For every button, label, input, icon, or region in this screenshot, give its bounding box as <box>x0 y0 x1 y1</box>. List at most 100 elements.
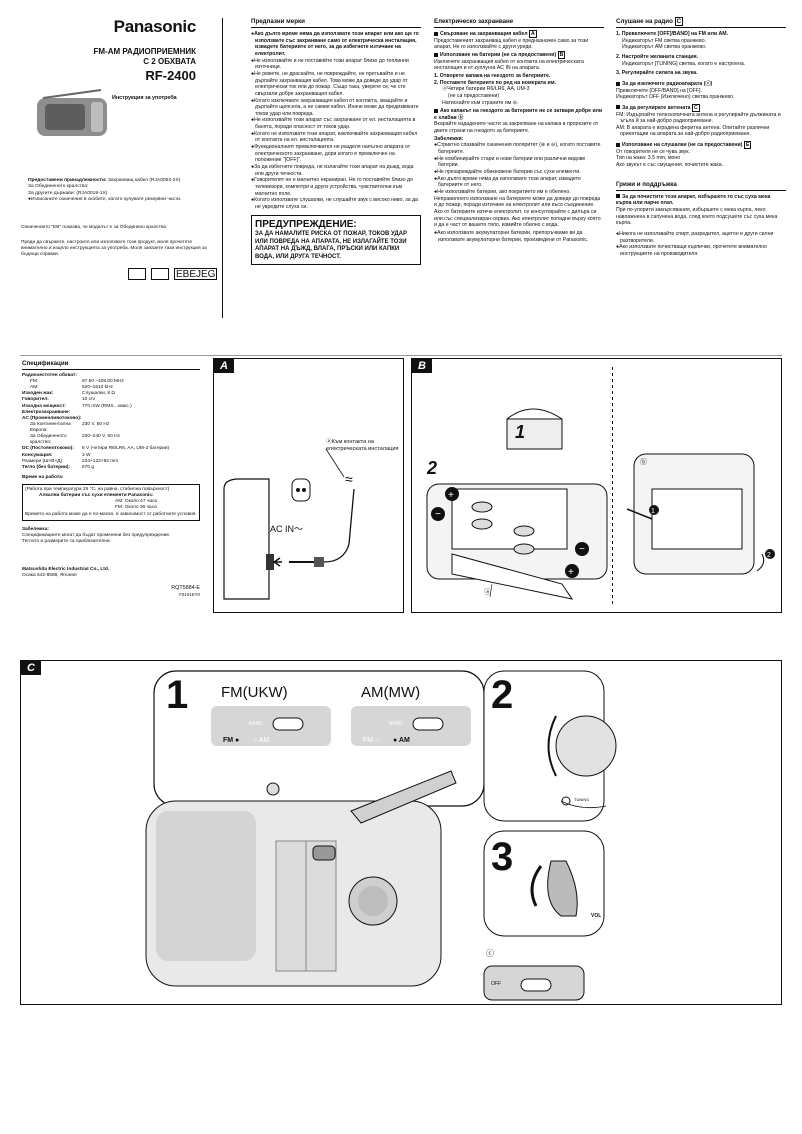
precautions-section: Предпазни мерки ●Ако дълго време няма да… <box>251 18 421 266</box>
power-rechargeable: ●Ако използвате акумулаторни батерии, пр… <box>434 229 589 243</box>
specs-table: Радиочестотен обхват:FM:87.50 –108.00 MH… <box>22 373 200 471</box>
radio-title: Слушане на радио <box>616 18 673 25</box>
power-s3-ref: ⓑ <box>458 114 464 121</box>
battery-conditions: (Работа при температура 25 °C, на равна,… <box>25 487 170 493</box>
power-title: Електрическо захранване <box>434 18 604 28</box>
spec-value: 234×122×82 mm <box>82 458 119 464</box>
warning-box: ПРЕДУПРЕЖДЕНИЕ: ЗА ДА НАМАЛИТЕ РИСКА ОТ … <box>251 214 421 266</box>
acc-r2k: За другите държави: <box>28 190 75 196</box>
off-switch-label: OFF <box>491 981 501 987</box>
manual-subtitle: Инструкция за употреба <box>112 95 177 101</box>
spec-row: Тегло (без батерии):670 g <box>22 465 200 471</box>
radio-ant-am: AM: В апарата е вградена феритна антена.… <box>616 124 770 138</box>
radio-section: Слушане на радио C 1. Превключете [OFF]/… <box>616 17 786 258</box>
care-s-title: За да почистите този апарат, избършете г… <box>616 193 771 207</box>
battery-note: Времето на работа може да е по-малко, в … <box>25 511 197 517</box>
svg-text:+: + <box>448 490 454 501</box>
specs-title: Спецификации <box>22 360 200 370</box>
spec-value: 230 V, 50 Hz <box>82 421 110 427</box>
spec-value: 230–240 V, 50 Hz <box>82 434 120 440</box>
tuning-label: TUNING <box>574 797 590 802</box>
battery-fm: FM: Около 36 часа <box>115 505 157 511</box>
power-note-1: ●Не комбинирайте стари и нови батерии ил… <box>434 155 586 169</box>
spec-key: Размери (Ш×В×Д) <box>22 458 63 464</box>
spec-row: За Обединеното кралство:230–240 V, 50 Hz <box>22 434 200 446</box>
spec-key: Радиочестотен обхват: <box>22 372 77 378</box>
power-s1-text: Предоставеният захранващ кабел е предназ… <box>434 37 589 51</box>
figure-b-drawing: + − − + 1 2 <box>426 408 775 600</box>
spec-key: Консумация: <box>22 452 53 458</box>
radio-off-text1: Превключете [OFF/BAND] на [OFF]. <box>616 87 702 94</box>
figure-b-label: B <box>412 359 432 373</box>
spec-value: 10 cm <box>82 397 96 403</box>
power-s3-text: Вкарайте издадените части за закрепване … <box>434 121 599 135</box>
radio-ant-title: За да регулирате антената <box>622 104 691 111</box>
precautions-title: Предпазни мерки <box>251 18 421 28</box>
figure-c: C 1 FM(UKW) AM(MW) BAND BAND FM ● ○ AM F… <box>20 660 782 1005</box>
prec-item-9: ●Когато използвате слушалки, не слушайте… <box>251 197 418 210</box>
model-name: RF-2400 <box>145 68 196 84</box>
spec-key: Електрозахранване: <box>22 409 71 415</box>
power-s2-step2c: Натискайте към страните им ⊖. <box>442 99 519 106</box>
radio-hp3: Ако звукът е със смущения, почистете жак… <box>616 162 724 169</box>
power-s2-text: Изключете захранващия кабел от контакта … <box>434 58 584 72</box>
battery-box: (Работа при температура 25 °C, на равна,… <box>22 484 200 521</box>
power-note-3: ●Ако дълго време няма да използвате този… <box>434 175 581 189</box>
care-b2: ●Ако използвате почистващи кърпички, про… <box>616 244 768 257</box>
spec-row: Изходен жак:Слушалки, 8 Ω <box>22 391 200 397</box>
spec-key: За Континентална Европа: <box>30 421 71 434</box>
radio-hp1: От говорителя не се чува звук. <box>616 148 690 155</box>
band-switch-fm: BAND <box>249 721 263 727</box>
figure-c-label: C <box>21 661 41 675</box>
acc-r1k: За Обединеното кралство: <box>28 184 89 190</box>
power-s1-ref: A <box>529 29 537 38</box>
spec-row: FM:87.50 –108.00 MHz <box>22 379 200 385</box>
figure-b-step-2: 2 <box>427 458 438 478</box>
svg-text:2: 2 <box>767 552 771 559</box>
svg-text:−: − <box>579 544 585 555</box>
care-title: Грижи и поддръжка <box>616 181 786 191</box>
ac-in-label: AC IN～ <box>270 524 304 534</box>
figure-b-step-1: 1 <box>515 422 526 442</box>
brand-logo: Panasonic <box>113 17 197 36</box>
spec-value: 6 V (четири R6/LR6, AA, UM-3 батерии) <box>82 446 170 452</box>
power-note-0: ●Стриктно спазвайте означения поляритет … <box>434 142 601 156</box>
figure-a-drawing: ≈ <box>223 448 355 600</box>
spec-value: Слушалки, 8 Ω <box>82 391 116 397</box>
product-line-2: С 2 ОБХВАТА <box>143 56 196 66</box>
radio-hp-ref: E <box>743 141 752 150</box>
spec-value: 87.50 –108.00 MHz <box>82 379 124 385</box>
svg-text:−: − <box>435 509 441 520</box>
power-s3-title: Ако капакът на гнездото за батериите не … <box>434 108 603 121</box>
radio-off-text2: Индикаторът OFF (Изключено) светва оранж… <box>616 94 735 101</box>
fm-indicator-off: FM ○ <box>363 737 380 744</box>
power-s2-step2: 2. Поставете батериите по ред на номерат… <box>434 79 556 86</box>
spec-row: AM:520–1610 kHz <box>22 385 200 391</box>
radio-ant-ref: C <box>691 103 700 112</box>
prec-item-7: ●За да избегнете повреда, не излагайте т… <box>251 164 414 177</box>
power-s1-title: Свързване на захранващия кабел <box>440 30 528 37</box>
warning-title: ПРЕДУПРЕЖДЕНИЕ: <box>255 218 357 230</box>
product-line-1: FM-AM РАДИОПРИЕМНИК <box>93 46 196 56</box>
radio-photo <box>33 88 113 138</box>
power-note-4: ●Не използвайте батерии, ако покритието … <box>434 189 571 196</box>
vol-label: VOL <box>591 913 602 919</box>
prec-item-1: ●Не използвайте и не поставяйте този апа… <box>251 57 409 71</box>
spec-key: Тегло (без батерии): <box>22 464 71 470</box>
radio-hp-title: Използване на слушалки (не са предоставе… <box>622 142 743 149</box>
remark-1: Спецификациите могат да бъдат променяни … <box>22 532 171 538</box>
figure-c-step-1: 1 <box>166 673 189 717</box>
power-s2-title: Използване на батерии (не са предоставен… <box>440 51 557 58</box>
radio-step2a: Индикаторът [TUNING] светва, когато е на… <box>622 60 746 67</box>
spec-key: AM: <box>30 385 39 391</box>
power-s2-step2a: ⓐЧетири батерии R6/LR6, AA, UM-3 <box>442 86 530 93</box>
power-s2-step2b: (не са предоставени) <box>448 92 500 99</box>
spec-row: Изходна мощност:770 mW (RMS…макс.) <box>22 404 200 410</box>
company-address: Осака 542-8588, Япония <box>22 573 77 579</box>
figure-b-callout-b: ⓑ <box>640 459 647 466</box>
prec-item-6: ●Функционалният превключвател не разделя… <box>251 144 411 164</box>
radio-ant-fm: FM: Издърпайте телескопичната антена и р… <box>616 111 781 125</box>
prec-item-0: ●Ако дълго време няма да използвате този… <box>251 30 419 57</box>
spec-key: Говорител: <box>22 397 49 403</box>
radio-step1b: Индикаторът AM светва оранжево. <box>622 44 707 51</box>
